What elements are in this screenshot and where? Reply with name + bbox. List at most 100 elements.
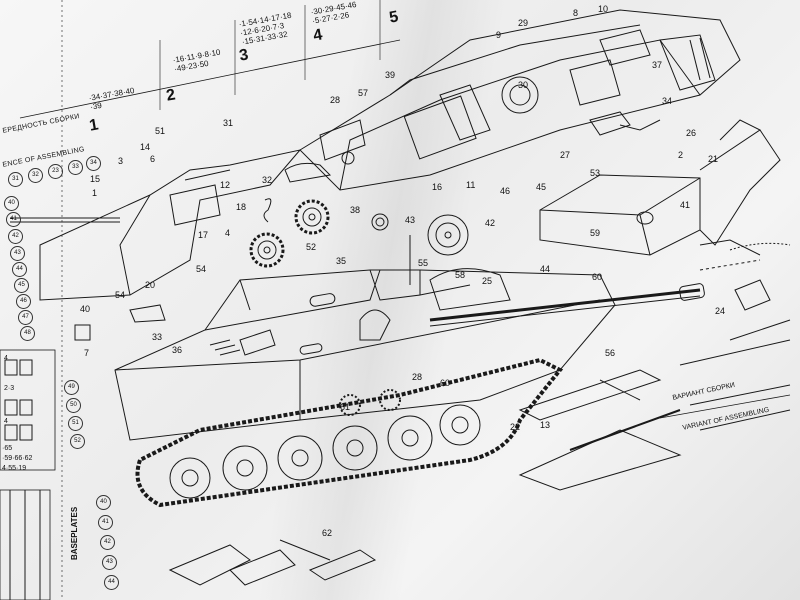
- callout-37: 37: [652, 60, 663, 70]
- callout-60: 60: [592, 272, 603, 282]
- sequence-circle: 34: [86, 156, 101, 171]
- callout-39: 39: [385, 70, 396, 80]
- right-side-parts: [518, 242, 791, 491]
- callout-58: 58: [455, 270, 466, 280]
- callout-54: 54: [196, 264, 207, 274]
- sequence-circle: 31: [8, 172, 23, 187]
- callout-42: 42: [485, 218, 496, 228]
- callout-30: 30: [518, 80, 529, 90]
- callout-28-top: 28: [330, 95, 341, 105]
- sequence-circle: 42: [100, 535, 115, 550]
- sequence-circle: 43: [102, 555, 117, 570]
- callout-18: 18: [236, 202, 247, 212]
- left-strip-label: ·59·66·62: [2, 455, 33, 462]
- callout-33: 33: [152, 332, 163, 342]
- header-divider-line: [19, 39, 401, 119]
- callout-16: 16: [432, 182, 443, 192]
- sequence-circle: 49: [64, 380, 79, 395]
- sequence-circle: 42: [8, 229, 23, 244]
- callout-38: 38: [350, 205, 361, 215]
- callout-4: 4: [225, 228, 231, 238]
- gun-mantlet-drawing: [10, 149, 302, 341]
- callout-43: 43: [405, 215, 416, 225]
- callout-21: 21: [708, 154, 719, 164]
- sequence-circle: 41: [6, 212, 21, 227]
- callout-15: 15: [90, 174, 101, 184]
- callout-53: 53: [590, 168, 601, 178]
- sequence-circle: 41: [98, 515, 113, 530]
- callout-20: 20: [145, 280, 156, 290]
- callout-40: 40: [80, 304, 91, 314]
- baseplates-label: BASEPLATES: [70, 506, 79, 560]
- left-strip-label: 4·55·19: [2, 465, 27, 472]
- callout-34: 34: [662, 96, 673, 106]
- callout-25: 25: [482, 276, 493, 286]
- callout-29: 29: [518, 18, 529, 28]
- callout-22: 22: [510, 422, 521, 432]
- callout-62: 62: [322, 528, 333, 538]
- sequence-circle: 50: [66, 398, 81, 413]
- sequence-circle: 44: [104, 575, 119, 590]
- sequence-circle: 33: [68, 160, 83, 175]
- callout-14: 14: [140, 142, 151, 152]
- sequence-circle: 52: [70, 434, 85, 449]
- sequence-circle: 51: [68, 416, 83, 431]
- callout-36: 36: [172, 345, 183, 355]
- callout-12: 12: [220, 180, 231, 190]
- callout-8: 8: [573, 8, 579, 18]
- callout-45: 45: [536, 182, 547, 192]
- callout-17: 17: [198, 230, 209, 240]
- callout-32: 32: [262, 175, 273, 185]
- callout-9: 9: [496, 30, 502, 40]
- callout-51: 51: [155, 126, 166, 136]
- track-links-drawing: [168, 539, 377, 586]
- sequence-circle: 48: [20, 326, 35, 341]
- callout-54b: 54: [115, 290, 126, 300]
- callout-1: 1: [92, 188, 98, 198]
- upper-hull-drawing: [284, 9, 741, 191]
- callout-24: 24: [715, 306, 726, 316]
- callout-46: 46: [500, 186, 511, 196]
- callout-6: 6: [150, 154, 156, 164]
- callout-52: 52: [306, 242, 317, 252]
- callout-41: 41: [680, 200, 691, 210]
- track-and-wheels: [135, 357, 564, 508]
- callout-7: 7: [84, 348, 90, 358]
- sequence-circle: 23: [48, 164, 63, 179]
- box-assembly-drawing: [539, 119, 781, 256]
- callout-27: 27: [560, 150, 571, 160]
- callout-31: 31: [223, 118, 234, 128]
- callout-35: 35: [336, 256, 347, 266]
- callout-57: 57: [358, 88, 369, 98]
- sequence-circle: 44: [12, 262, 27, 277]
- left-strip-label: 4: [4, 355, 8, 362]
- left-strip-label: 4: [4, 418, 8, 425]
- left-strip-label: ·65: [2, 445, 13, 452]
- sequence-circle: 40: [96, 495, 111, 510]
- callout-60b: 60: [440, 378, 451, 388]
- left-strip-label: 2·3: [4, 385, 15, 392]
- tank-body-drawing: [114, 235, 705, 441]
- sequence-circle: 43: [10, 246, 25, 261]
- sequence-circle: 32: [28, 168, 43, 183]
- sequence-circle: 40: [4, 196, 19, 211]
- callout-11: 11: [466, 180, 476, 190]
- callout-55: 55: [418, 258, 429, 268]
- callout-28: 28: [412, 372, 423, 382]
- callout-59: 59: [590, 228, 601, 238]
- callout-56: 56: [605, 348, 616, 358]
- sprocket-wheels: [249, 151, 469, 268]
- callout-3: 3: [118, 156, 124, 166]
- left-parts-strip: [0, 0, 63, 600]
- callout-44: 44: [540, 264, 551, 274]
- callout-61: 61: [340, 402, 351, 412]
- callout-10: 10: [598, 4, 609, 14]
- callout-26: 26: [686, 128, 697, 138]
- sequence-circle: 46: [16, 294, 31, 309]
- sequence-circle: 45: [14, 278, 29, 293]
- sequence-circle: 47: [18, 310, 33, 325]
- callout-13: 13: [540, 420, 551, 430]
- callout-2: 2: [678, 150, 684, 160]
